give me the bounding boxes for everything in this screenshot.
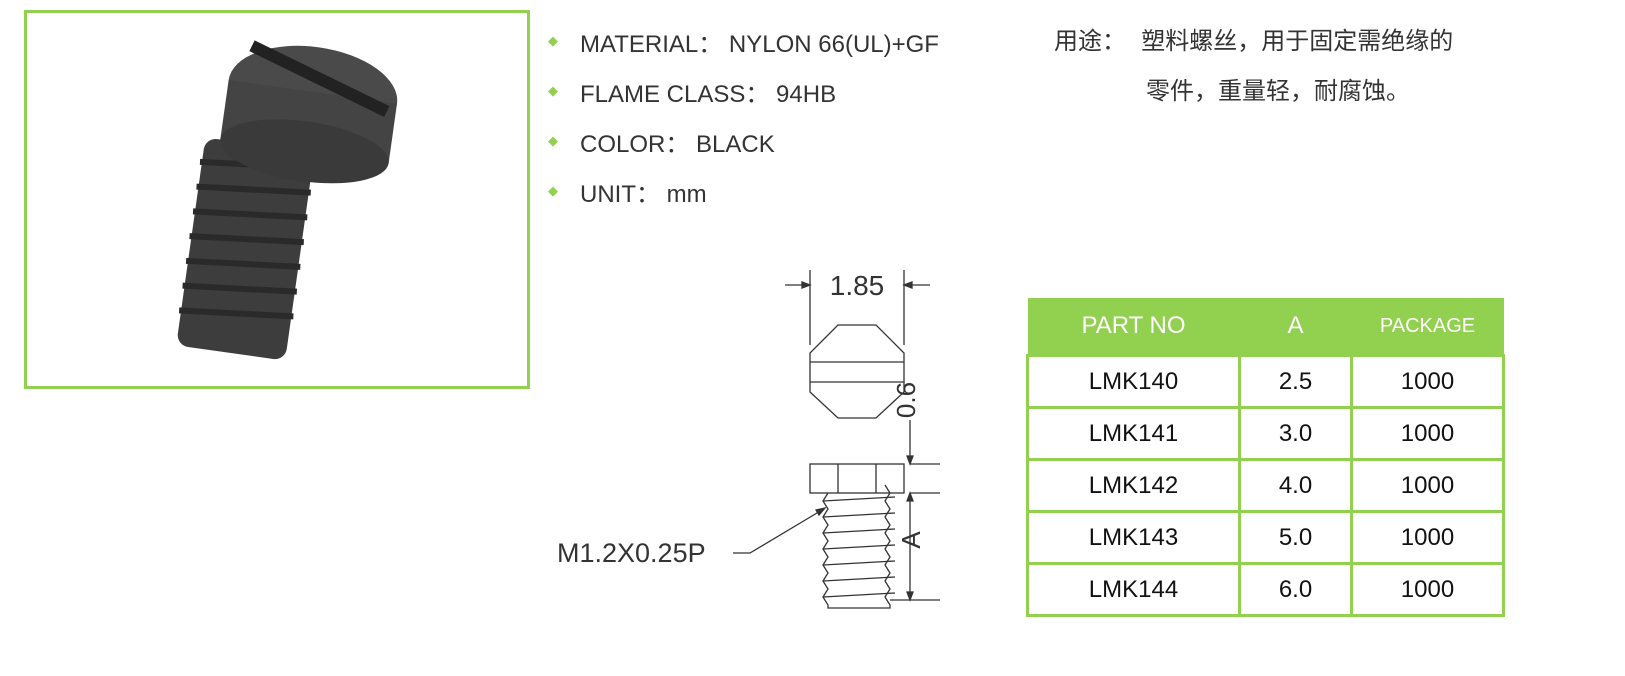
diamond-bullet-icon: ◆: [548, 183, 558, 198]
spec-color: ◆ COLOR： BLACK: [548, 116, 939, 166]
package: 1000: [1350, 406, 1505, 461]
table-header: PART NO A PACKAGE: [1027, 298, 1504, 356]
header-part-no: PART NO: [1027, 298, 1240, 356]
head-side-view: [809, 463, 905, 494]
spec-text: COLOR： BLACK: [580, 130, 775, 158]
dim-a: 5.0: [1238, 510, 1353, 565]
diamond-bullet-icon: ◆: [548, 33, 558, 48]
spec-material: ◆ MATERIAL： NYLON 66(UL)+GF: [548, 16, 939, 66]
spec-text: MATERIAL： NYLON 66(UL)+GF: [580, 30, 939, 58]
header-package: PACKAGE: [1351, 298, 1504, 356]
diamond-bullet-icon: ◆: [548, 133, 558, 148]
dim-a: 6.0: [1238, 562, 1353, 617]
product-photo: [24, 10, 530, 389]
head-height-label: 0.6: [891, 382, 921, 418]
header-a: A: [1239, 298, 1352, 356]
spec-text: FLAME CLASS： 94HB: [580, 80, 837, 108]
part-no: LMK141: [1026, 406, 1241, 461]
dim-a: 4.0: [1238, 458, 1353, 513]
package: 1000: [1350, 458, 1505, 513]
dim-a: 3.0: [1238, 406, 1353, 461]
spec-unit: ◆ UNIT： mm: [548, 166, 939, 216]
package: 1000: [1350, 354, 1505, 409]
thread-spec-label: M1.2X0.25P: [557, 538, 706, 568]
usage-line1: 塑料螺丝，用于固定需绝缘的: [1141, 27, 1454, 55]
part-no: LMK144: [1026, 562, 1241, 617]
spec-text: UNIT： mm: [580, 180, 707, 208]
package: 1000: [1350, 510, 1505, 565]
head-width-label: 1.85: [830, 270, 885, 301]
spec-list: ◆ MATERIAL： NYLON 66(UL)+GF ◆ FLAME CLASS：…: [548, 16, 939, 216]
spec-flame-class: ◆ FLAME CLASS： 94HB: [548, 66, 939, 116]
length-label: A: [896, 531, 926, 549]
screw-image: [177, 40, 398, 360]
usage-line2: 零件，重量轻，耐腐蚀。: [1146, 77, 1410, 105]
part-no: LMK143: [1026, 510, 1241, 565]
dim-a: 2.5: [1238, 354, 1353, 409]
part-no: LMK142: [1026, 458, 1241, 513]
usage-label: 用途：: [1054, 27, 1126, 55]
diamond-bullet-icon: ◆: [548, 83, 558, 98]
package: 1000: [1350, 562, 1505, 617]
thread-body: [822, 484, 896, 609]
head-top-view: [809, 324, 905, 419]
usage-description: 用途： 塑料螺丝，用于固定需绝缘的 零件，重量轻，耐腐蚀。: [1054, 16, 1453, 116]
part-no: LMK140: [1026, 354, 1241, 409]
